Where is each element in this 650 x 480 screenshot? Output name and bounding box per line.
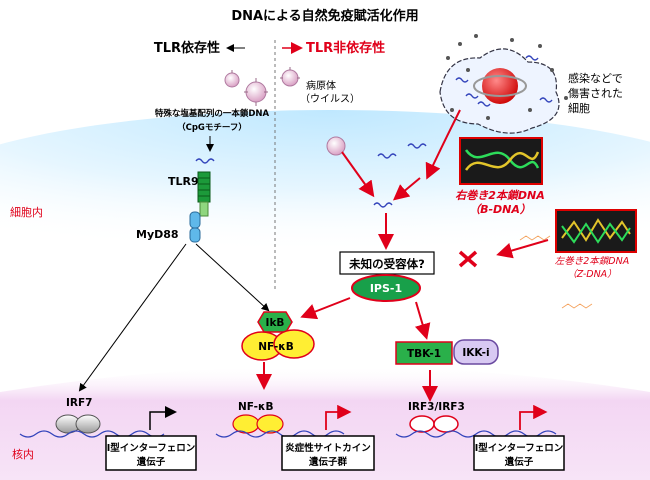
b-dna-image	[459, 137, 543, 185]
gene-box-1-line1: I型インターフェロン	[107, 442, 195, 454]
cpg-label-1: 特殊な塩基配列の一本鎖DNA	[155, 108, 270, 119]
virus-cluster-icon	[224, 67, 300, 106]
damaged-cell-icon	[439, 34, 568, 134]
nfkb-nuclear-label: NF-κB	[238, 401, 273, 413]
diagram-title: DNAによる自然免疫賦活化作用	[231, 8, 418, 24]
gene-box-3-line1: I型インターフェロン	[475, 442, 563, 454]
gene-box-2-line2: 遺伝子群	[308, 456, 348, 468]
black-signal-arrows	[78, 243, 270, 392]
ips1-oval	[351, 274, 421, 302]
infected-cell-label-2: 傷害された	[568, 86, 623, 100]
transcription-arrow-1	[149, 406, 177, 430]
gene-box-2	[281, 435, 375, 471]
gene-box-3-line2: 遺伝子	[504, 456, 534, 468]
tlr9-receptor-icon	[197, 171, 211, 217]
gene-box-1-line2: 遺伝子	[136, 456, 166, 468]
b-dna-label-2: （B-DNA）	[469, 203, 531, 216]
pathogen-label-1: 病原体	[306, 79, 336, 92]
b-dna-label-1: 右巻き2本鎖DNA	[455, 189, 545, 202]
z-dna-image	[555, 209, 637, 253]
dna-strand-icons	[195, 143, 427, 208]
cpg-label-2: （CpGモチーフ）	[177, 122, 247, 133]
z-dna-label-1: 左巻き2本鎖DNA	[555, 255, 629, 267]
transcription-arrow-2	[325, 404, 352, 430]
ikki-label: IKK-i	[462, 347, 489, 359]
nfkb-nuclear-icon	[232, 414, 284, 434]
irf3-label: IRF3/IRF3	[408, 401, 465, 413]
tlr9-label: TLR9	[168, 175, 199, 188]
ikb-label: IkB	[266, 317, 285, 329]
infected-cell-label-1: 感染などで	[568, 71, 623, 85]
ips1-label: IPS-1	[370, 282, 402, 295]
z-dna-strands	[519, 235, 593, 309]
tlr-independent-label: TLR非依存性	[306, 40, 385, 56]
entering-virus-icon	[326, 136, 346, 156]
cytoplasm-label: 細胞内	[10, 205, 43, 219]
myd88-label: MyD88	[136, 228, 179, 241]
transcription-arrow-3	[519, 404, 548, 430]
blocked-x-icon	[458, 250, 478, 268]
myd88-icon	[189, 211, 201, 243]
gene-box-3	[473, 435, 565, 471]
z-dna-label-2: （Z-DNA）	[567, 268, 616, 280]
irf7-label: IRF7	[66, 397, 92, 409]
infected-cell-label-3: 細胞	[568, 102, 590, 115]
irf7-dimer-icon	[55, 414, 101, 434]
dna-strand-1	[19, 430, 165, 438]
tbk1-label: TBK-1	[407, 348, 441, 360]
unknown-receptor-label: 未知の受容体?	[348, 257, 425, 271]
nucleus-label: 核内	[12, 447, 34, 461]
unknown-receptor-box	[339, 251, 435, 275]
gene-box-1	[105, 435, 197, 471]
pathogen-label-2: （ウイルス）	[300, 93, 360, 105]
ikki-shape	[453, 339, 499, 365]
ikb-nfkb-complex	[241, 311, 315, 361]
nfkb-label: NF-κB	[258, 341, 293, 353]
tbk1-box	[395, 341, 453, 365]
gene-box-2-line1: 炎症性サイトカイン	[285, 442, 371, 454]
tlr-dependent-label: TLR依存性	[154, 40, 220, 56]
cell-membrane-region	[0, 110, 650, 290]
